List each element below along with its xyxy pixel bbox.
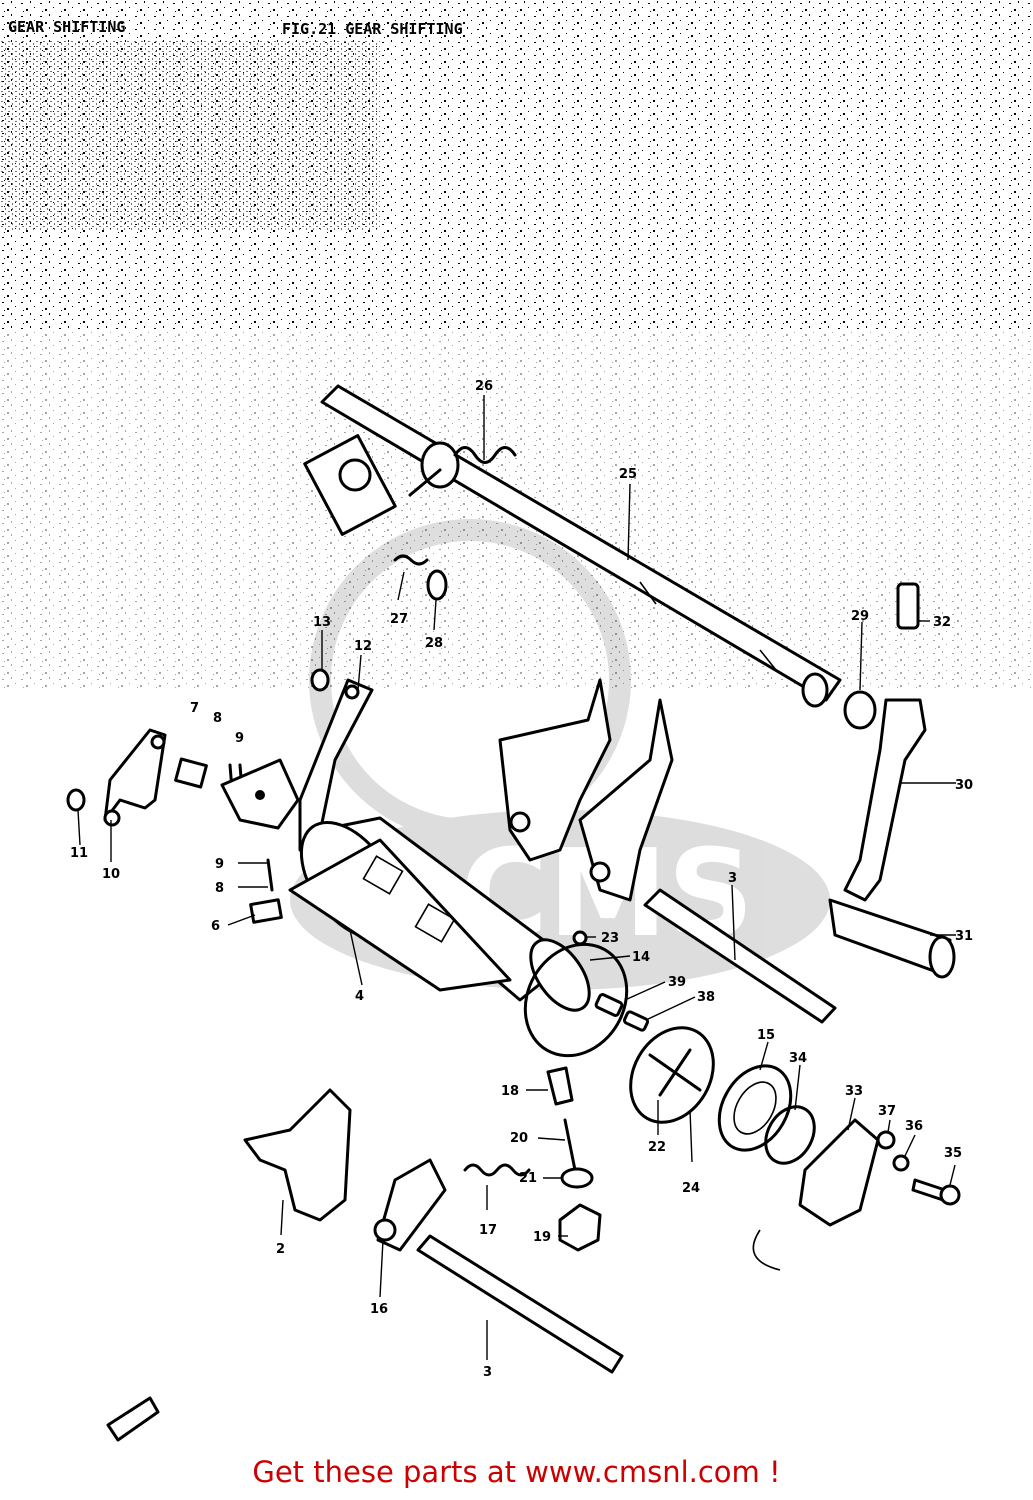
pin-parts xyxy=(572,930,650,1032)
callout-4: 4 xyxy=(355,989,364,1004)
cam-stopper-parts xyxy=(174,757,300,924)
callout-39: 39 xyxy=(668,975,686,990)
callout-3-lower: 3 xyxy=(483,1365,492,1380)
gear-position-switch xyxy=(752,1118,961,1271)
callout-22: 22 xyxy=(648,1140,666,1155)
callout-13: 13 xyxy=(313,615,331,630)
gear-shift-lever xyxy=(828,582,956,979)
callout-15: 15 xyxy=(757,1028,775,1043)
callout-16: 16 xyxy=(370,1302,388,1317)
gearshift-cam xyxy=(288,816,591,1012)
callout-10: 10 xyxy=(102,867,120,882)
leader-lines xyxy=(77,395,956,1360)
fork-shaft-upper xyxy=(643,888,837,1024)
callout-9-lower: 9 xyxy=(215,857,224,872)
header-figure-title: FIG.21 GEAR SHIFTING xyxy=(282,20,463,38)
callout-36: 36 xyxy=(905,1119,923,1134)
neutral-stopper-parts xyxy=(546,1066,602,1252)
shift-forks-upper xyxy=(498,678,674,902)
circlip-14 xyxy=(523,942,629,1058)
header-left-text: GEAR SHIFTING xyxy=(8,18,125,36)
scan-noise-dense xyxy=(0,40,380,230)
shift-shaft xyxy=(303,384,842,708)
callout-21: 21 xyxy=(519,1171,537,1186)
fork-shaft-lower xyxy=(416,1234,624,1374)
callout-12: 12 xyxy=(354,639,372,654)
callout-3-upper: 3 xyxy=(728,871,737,886)
callout-25: 25 xyxy=(619,467,637,482)
cam-guide-and-bearing xyxy=(629,1026,816,1165)
callout-34: 34 xyxy=(789,1051,807,1066)
callout-26: 26 xyxy=(475,379,493,394)
callout-11: 11 xyxy=(70,846,88,861)
callout-27: 27 xyxy=(390,612,408,627)
callout-6: 6 xyxy=(211,919,220,934)
gearshift-arm-stopper xyxy=(66,728,167,827)
footer-link-text[interactable]: Get these parts at www.cmsnl.com ! xyxy=(252,1455,781,1489)
parts-diagram: GEAR SHIFTING FIG.21 GEAR SHIFTING CMS xyxy=(0,0,1033,1442)
callout-38: 38 xyxy=(697,990,715,1005)
callout-7: 7 xyxy=(190,701,199,716)
callout-numbers: 2 3 3 4 6 7 8 9 8 9 10 11 12 13 14 15 16… xyxy=(70,379,973,1380)
callout-29: 29 xyxy=(851,609,869,624)
callout-31: 31 xyxy=(955,929,973,944)
callout-30: 30 xyxy=(955,778,973,793)
callout-9-upper: 9 xyxy=(235,731,244,746)
callout-19: 19 xyxy=(533,1230,551,1245)
shift-cam-stopper-arm xyxy=(373,1158,531,1252)
shaft-spring-27 xyxy=(393,554,448,601)
callout-2: 2 xyxy=(276,1242,285,1257)
callout-8-lower: 8 xyxy=(215,881,224,896)
callout-20: 20 xyxy=(510,1131,528,1146)
callout-18: 18 xyxy=(501,1084,519,1099)
callout-8-upper: 8 xyxy=(213,711,222,726)
callout-17: 17 xyxy=(479,1223,497,1238)
small-part-bottom xyxy=(106,1396,160,1442)
callout-14: 14 xyxy=(632,950,650,965)
callout-37: 37 xyxy=(878,1104,896,1119)
callout-32: 32 xyxy=(933,615,951,630)
callout-33: 33 xyxy=(845,1084,863,1099)
shift-fork-2 xyxy=(243,1088,352,1222)
callout-28: 28 xyxy=(425,636,443,651)
callout-35: 35 xyxy=(944,1146,962,1161)
callout-23: 23 xyxy=(601,931,619,946)
callout-24: 24 xyxy=(682,1181,700,1196)
